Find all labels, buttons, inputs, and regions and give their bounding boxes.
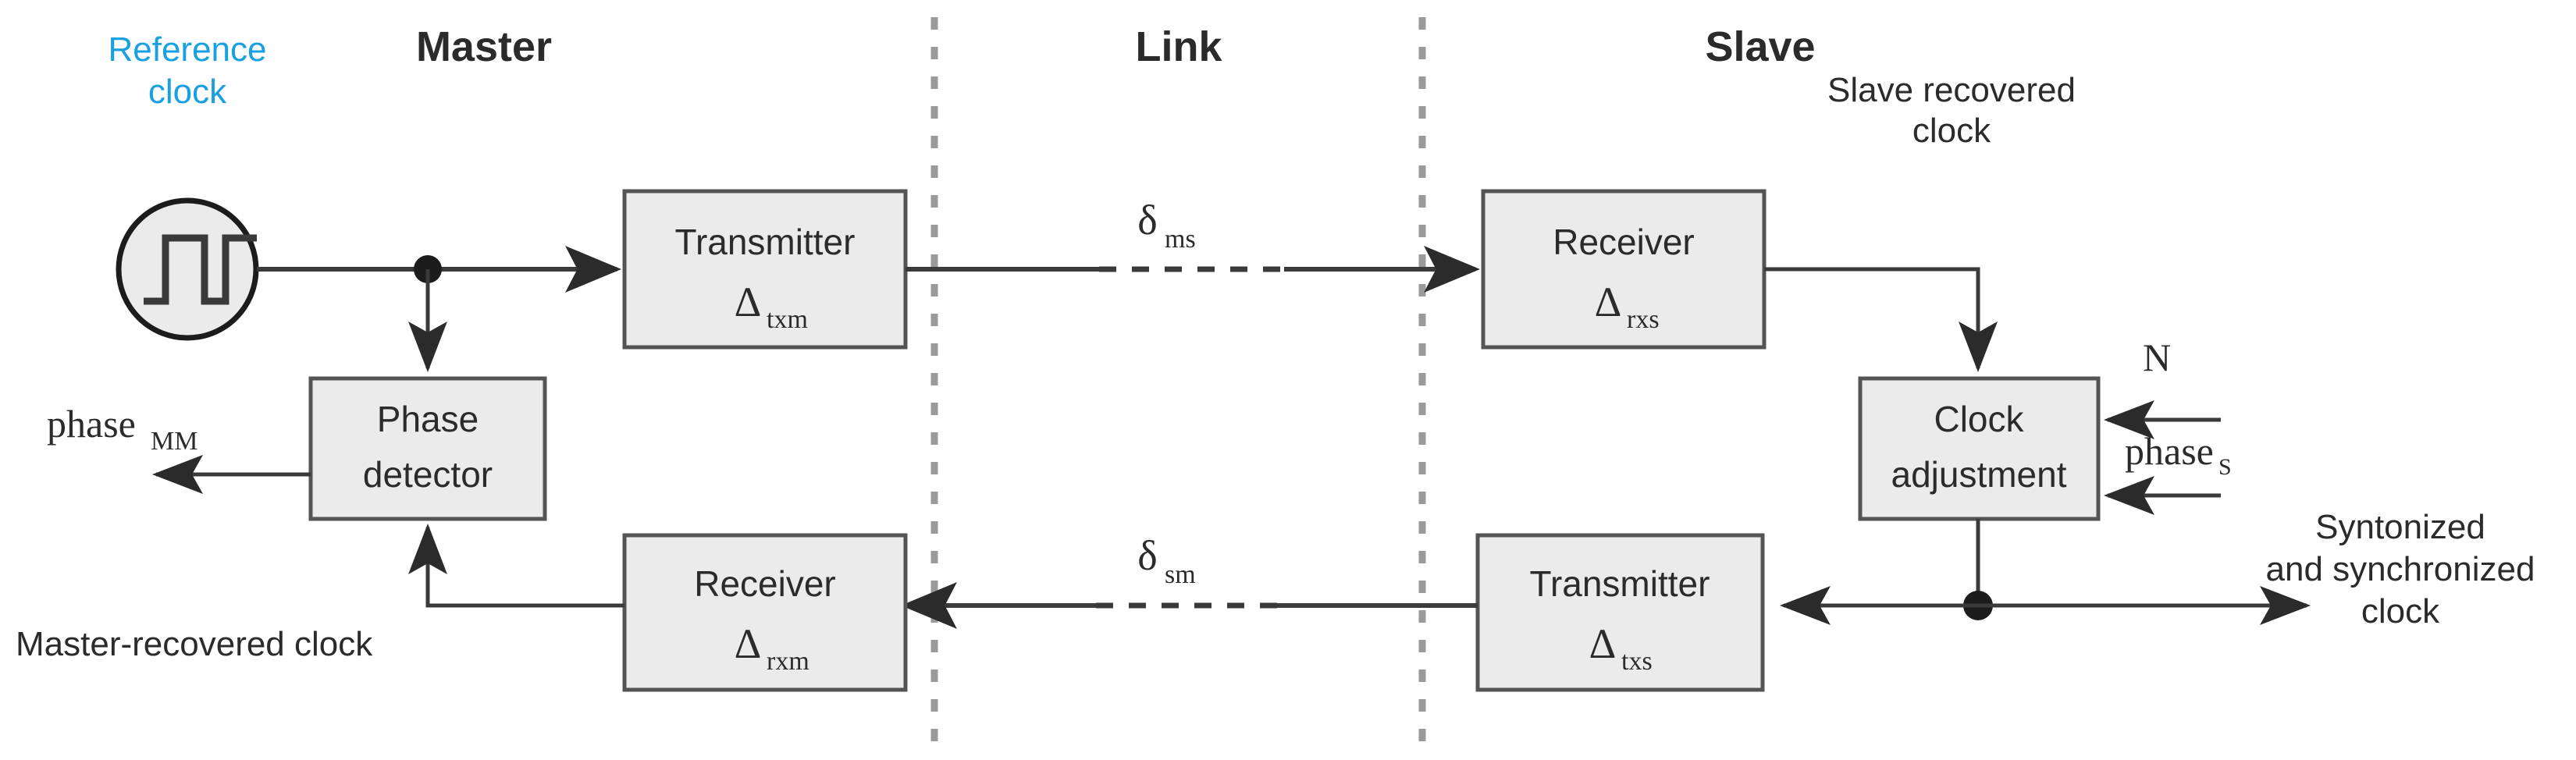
master-recovered-clock-label: Master-recovered clock [16, 625, 373, 663]
header-master: Master [416, 23, 552, 70]
wire-receiver-to-phasedetector [408, 524, 624, 608]
block-transmitter-master: Transmitter Δ txm [622, 189, 908, 350]
block-transmitter-slave-subscript: txs [1621, 647, 1653, 676]
block-clock-adjustment-label-line1: Clock [1934, 399, 2024, 439]
block-receiver-slave-symbol: Δ [1595, 279, 1622, 325]
block-phase-detector-label-line2: detector [363, 454, 493, 495]
input-phase-s-label: phase [2125, 429, 2214, 473]
wire-receiver-to-clockadjust [1764, 267, 1998, 372]
block-clock-adjustment-label-line2: adjustment [1891, 454, 2066, 495]
link-label-delta-sm-symbol: δ [1137, 532, 1157, 579]
block-clock-adjustment: Clock adjustment [1858, 376, 2101, 521]
input-phase-s-subscript: S [2218, 454, 2232, 480]
input-n-label: N [2143, 336, 2171, 379]
block-receiver-master-subscript: rxm [767, 647, 809, 676]
block-transmitter-master-label: Transmitter [675, 222, 856, 262]
output-clock-label-line3: clock [2361, 592, 2440, 630]
block-receiver-slave-subscript: rxs [1627, 305, 1660, 334]
link-label-delta-ms-symbol: δ [1137, 197, 1157, 243]
block-transmitter-master-symbol: Δ [735, 279, 762, 325]
output-clock-label-line2: and synchronized [2266, 550, 2535, 588]
header-slave: Slave [1705, 23, 1815, 70]
block-receiver-slave: Receiver Δ rxs [1481, 189, 1767, 350]
block-phase-detector: Phase detector [308, 376, 547, 521]
block-transmitter-slave-symbol: Δ [1589, 620, 1617, 667]
block-transmitter-slave-label: Transmitter [1530, 563, 1710, 604]
block-transmitter-slave: Transmitter Δ txs [1475, 533, 1765, 692]
reference-clock-label-line1: Reference [108, 30, 266, 69]
slave-recovered-clock-label-line1: Slave recovered [1827, 71, 2076, 109]
output-clock-label-line1: Syntonized [2315, 508, 2485, 546]
block-receiver-slave-label: Receiver [1553, 222, 1695, 262]
block-transmitter-master-subscript: txm [767, 305, 808, 334]
reference-clock-label-line2: clock [148, 73, 227, 111]
header-link: Link [1135, 23, 1222, 70]
block-receiver-master: Receiver Δ rxm [622, 533, 908, 692]
square-wave-clock-icon [116, 197, 259, 341]
block-phase-detector-label-line1: Phase [377, 399, 479, 439]
link-label-delta-sm-subscript: sm [1165, 560, 1196, 589]
slave-recovered-clock-label-line2: clock [1912, 112, 1991, 150]
output-phase-mm-subscript: MM [151, 427, 197, 456]
block-receiver-master-label: Receiver [694, 563, 836, 604]
link-label-delta-ms-subscript: ms [1165, 225, 1196, 254]
output-phase-mm-label: phase [47, 402, 136, 446]
block-receiver-master-symbol: Δ [735, 620, 762, 667]
